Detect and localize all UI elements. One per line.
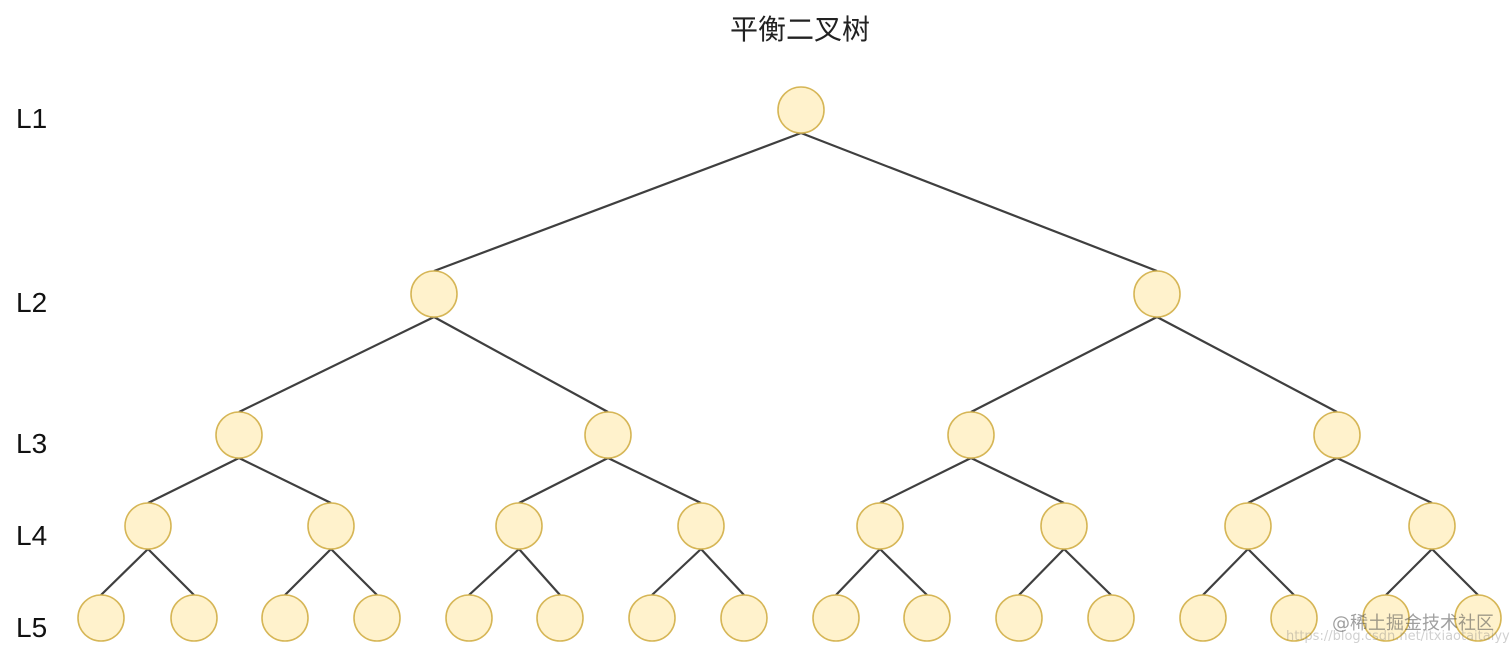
tree-node-l3-3 (947, 411, 995, 459)
level-label-2: L2 (16, 287, 47, 318)
tree-node-l2-1 (410, 270, 458, 318)
tree-node-l4-5 (856, 502, 904, 550)
tree-edge-l4-n5-right (879, 548, 928, 596)
tree-edge-l3-n1-left (147, 457, 240, 504)
tree-node-l2-2 (1133, 270, 1181, 318)
tree-node-l5-13 (1179, 594, 1227, 642)
tree-edge-l4-n3-left (468, 548, 520, 596)
level-labels: L1 L2 L3 L4 L5 (16, 103, 47, 643)
tree-node-l1-1 (777, 86, 825, 134)
tree-edge-l4-n6-right (1063, 548, 1112, 596)
tree-edge-l2-n2-right (1156, 316, 1338, 413)
level-label-3: L3 (16, 428, 47, 459)
tree-node-l5-10 (903, 594, 951, 642)
tree-node-l5-15 (1362, 594, 1410, 642)
tree-edge-l3-n3-right (970, 457, 1065, 504)
tree-node-l4-3 (495, 502, 543, 550)
tree-edge-l4-n8-right (1431, 548, 1479, 596)
tree-node-l4-7 (1224, 502, 1272, 550)
level-label-1: L1 (16, 103, 47, 134)
tree-edges (100, 131, 1479, 596)
diagram-title: 平衡二叉树 (730, 13, 870, 46)
tree-node-l3-2 (584, 411, 632, 459)
tree-node-l3-1 (215, 411, 263, 459)
tree-edge-l4-n1-right (147, 548, 195, 596)
tree-node-l5-3 (261, 594, 309, 642)
tree-node-l5-6 (536, 594, 584, 642)
watermark-text: @稀土掘金技术社区 (1332, 613, 1494, 634)
tree-edge-l4-n1-left (100, 548, 149, 596)
tree-node-l4-2 (307, 502, 355, 550)
tree-nodes (77, 86, 1502, 642)
tree-node-l5-5 (445, 594, 493, 642)
tree-node-l5-8 (720, 594, 768, 642)
level-label-5: L5 (16, 612, 47, 643)
tree-edge-l4-n8-left (1385, 548, 1433, 596)
tree-edge-l4-n5-left (835, 548, 881, 596)
tree-node-l5-4 (353, 594, 401, 642)
tree-node-l5-9 (812, 594, 860, 642)
tree-edge-l2-n2-left (970, 316, 1158, 413)
tree-node-l4-1 (124, 502, 172, 550)
tree-edge-l4-n7-right (1247, 548, 1295, 596)
tree-node-l5-2 (170, 594, 218, 642)
tree-edge-l2-n1-left (238, 316, 435, 413)
tree-edge-l2-n1-right (433, 316, 609, 413)
tree-edge-l4-n3-right (518, 548, 561, 596)
watermark-url: https://blog.csdn.net/itxiaotaitaiyy (1286, 629, 1510, 644)
tree-edge-l3-n2-right (607, 457, 702, 504)
tree-node-l4-8 (1408, 502, 1456, 550)
tree-node-l3-4 (1313, 411, 1361, 459)
tree-edge-l3-n2-left (518, 457, 609, 504)
tree-edge-l4-n7-left (1202, 548, 1249, 596)
tree-node-l5-14 (1270, 594, 1318, 642)
tree-node-l4-6 (1040, 502, 1088, 550)
tree-node-l5-12 (1087, 594, 1135, 642)
tree-edge-l3-n4-right (1336, 457, 1433, 504)
tree-node-l5-16 (1454, 594, 1502, 642)
tree-edge-l3-n1-right (238, 457, 332, 504)
watermark: https://blog.csdn.net/itxiaotaitaiyy @稀土… (1286, 613, 1510, 644)
tree-edge-l1-n1-right (800, 131, 1158, 273)
tree-edge-l4-n4-left (651, 548, 702, 596)
tree-edge-l3-n4-left (1247, 457, 1338, 504)
level-label-4: L4 (16, 520, 47, 551)
tree-edge-l4-n4-right (700, 548, 745, 596)
tree-edge-l4-n2-right (330, 548, 378, 596)
tree-node-l5-7 (628, 594, 676, 642)
tree-node-l4-4 (677, 502, 725, 550)
tree-edge-l1-n1-left (433, 131, 802, 273)
tree-node-l5-1 (77, 594, 125, 642)
tree-node-l5-11 (995, 594, 1043, 642)
tree-edge-l4-n6-left (1018, 548, 1065, 596)
tree-edge-l4-n2-left (284, 548, 332, 596)
tree-edge-l3-n3-left (879, 457, 972, 504)
